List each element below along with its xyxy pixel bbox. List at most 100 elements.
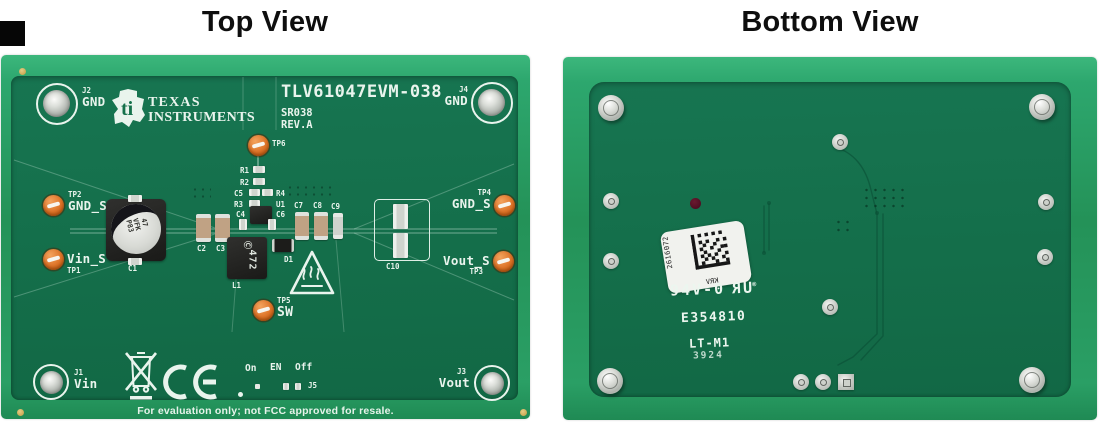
r4-resistor xyxy=(262,189,273,196)
d1-ref: D1 xyxy=(284,255,294,264)
j5-pin xyxy=(283,383,289,390)
tp2-testpoint xyxy=(43,195,64,216)
l1-ref: L1 xyxy=(232,281,242,290)
c4-capacitor xyxy=(239,219,247,230)
j5-shunt xyxy=(0,21,25,46)
tp3-testpoint xyxy=(493,251,514,272)
j5-ref: J5 xyxy=(308,381,318,390)
c3-ref: C3 xyxy=(216,244,226,253)
r2-resistor xyxy=(253,178,265,185)
c1-top xyxy=(111,204,161,254)
revision: REV.A xyxy=(281,119,313,131)
tp5-label: SW xyxy=(277,305,294,320)
jumper-on-label: On xyxy=(245,363,257,374)
jumper-pad-square-hole xyxy=(842,378,851,387)
l1-inductor xyxy=(227,237,267,279)
tp5-testpoint xyxy=(253,300,274,321)
corner-screw xyxy=(1019,367,1045,393)
c5-capacitor xyxy=(249,189,260,196)
d1-diode xyxy=(272,239,294,252)
c6-capacitor xyxy=(268,219,276,230)
u1-ic xyxy=(250,206,272,224)
flammability-rating: 94V-0 xyxy=(669,279,726,300)
plated-hole xyxy=(822,299,838,315)
jumper-pad xyxy=(793,374,809,390)
plated-hole xyxy=(832,134,848,150)
jumper-pad-square xyxy=(838,374,854,390)
c4-ref: C4 xyxy=(236,210,246,219)
via-grid xyxy=(191,186,211,202)
jumper-en-label: EN xyxy=(270,362,282,373)
tp3-ref: TP3 xyxy=(469,267,483,276)
tp6-ref: TP6 xyxy=(272,139,286,148)
j5-pin1-dot xyxy=(238,392,243,397)
tp4-label: GND_S xyxy=(451,196,491,211)
ti-logo: ti xyxy=(112,89,145,127)
j4-label: GND xyxy=(444,93,468,108)
c7-capacitor xyxy=(295,212,309,240)
plated-hole xyxy=(1038,194,1054,210)
corner-screw xyxy=(598,95,624,121)
fabricator-marking: LT-M1 xyxy=(688,335,731,351)
c10-pad xyxy=(393,204,408,229)
c10-pad xyxy=(393,233,408,258)
j5-shunt-dot xyxy=(255,384,260,389)
jumper-pad xyxy=(815,374,831,390)
j1-label: Vin xyxy=(74,376,98,391)
tp3-label: Vout_S xyxy=(443,253,490,268)
tp6-testpoint xyxy=(248,135,269,156)
bottom-view-caption: Bottom View xyxy=(741,6,919,38)
j1-ref: J1 xyxy=(74,368,84,377)
l1-logo: Ⓒ xyxy=(243,241,252,249)
r3-resistor xyxy=(249,200,260,207)
c2-capacitor xyxy=(196,214,211,242)
corner-screw xyxy=(1029,94,1055,120)
c8-capacitor xyxy=(314,212,328,240)
tp1-testpoint xyxy=(43,249,64,270)
tp2-ref: TP2 xyxy=(68,190,82,199)
c8-ref: C8 xyxy=(313,201,323,210)
tp1-ref: TP1 xyxy=(67,266,81,275)
r3-ref: R3 xyxy=(234,200,244,209)
via-grid xyxy=(862,186,908,212)
c6-ref: C6 xyxy=(276,210,286,219)
plated-hole xyxy=(603,193,619,209)
via-grid xyxy=(286,184,334,198)
j3-vout-terminal xyxy=(474,365,510,401)
j5-pin xyxy=(295,383,301,390)
c1-pad xyxy=(128,195,142,202)
tp5-ref: TP5 xyxy=(277,296,291,305)
j2-ref: J2 xyxy=(82,86,92,95)
j4-ref: J4 xyxy=(458,85,468,94)
top-view-caption: Top View xyxy=(201,6,329,38)
brand-instruments: INSTRUMENTS xyxy=(148,110,256,125)
via-grid xyxy=(834,218,854,232)
j2-label: GND xyxy=(82,94,106,109)
datamatrix-barcode xyxy=(690,230,731,270)
r4-ref: R4 xyxy=(276,189,286,198)
marking-dot xyxy=(690,198,701,209)
c10-ref: C10 xyxy=(386,262,400,271)
tp4-testpoint xyxy=(494,195,515,216)
fiducial-dot xyxy=(17,409,24,416)
evaluation-disclaimer: For evaluation only; not FCC approved fo… xyxy=(137,405,394,417)
tp1-label: Vin_S xyxy=(67,251,107,266)
plated-hole xyxy=(1037,249,1053,265)
c1-ref: C1 xyxy=(128,264,138,273)
r1-ref: R1 xyxy=(240,166,250,175)
j3-ref: J3 xyxy=(456,367,466,376)
fiducial-dot xyxy=(520,409,527,416)
fiducial-dot xyxy=(19,68,26,75)
c7-ref: C7 xyxy=(294,201,304,210)
corner-screw xyxy=(597,368,623,394)
c5-ref: C5 xyxy=(234,189,244,198)
c9-ref: C9 xyxy=(331,202,341,211)
brand-texas: TEXAS xyxy=(148,95,201,110)
c9-capacitor xyxy=(333,213,343,239)
ti-bug-letters: ti xyxy=(121,98,134,120)
j1-vin-terminal xyxy=(33,364,69,400)
r1-resistor xyxy=(253,166,265,173)
jumper-off-label: Off xyxy=(295,362,313,373)
assembly-number: SR038 xyxy=(281,107,313,119)
